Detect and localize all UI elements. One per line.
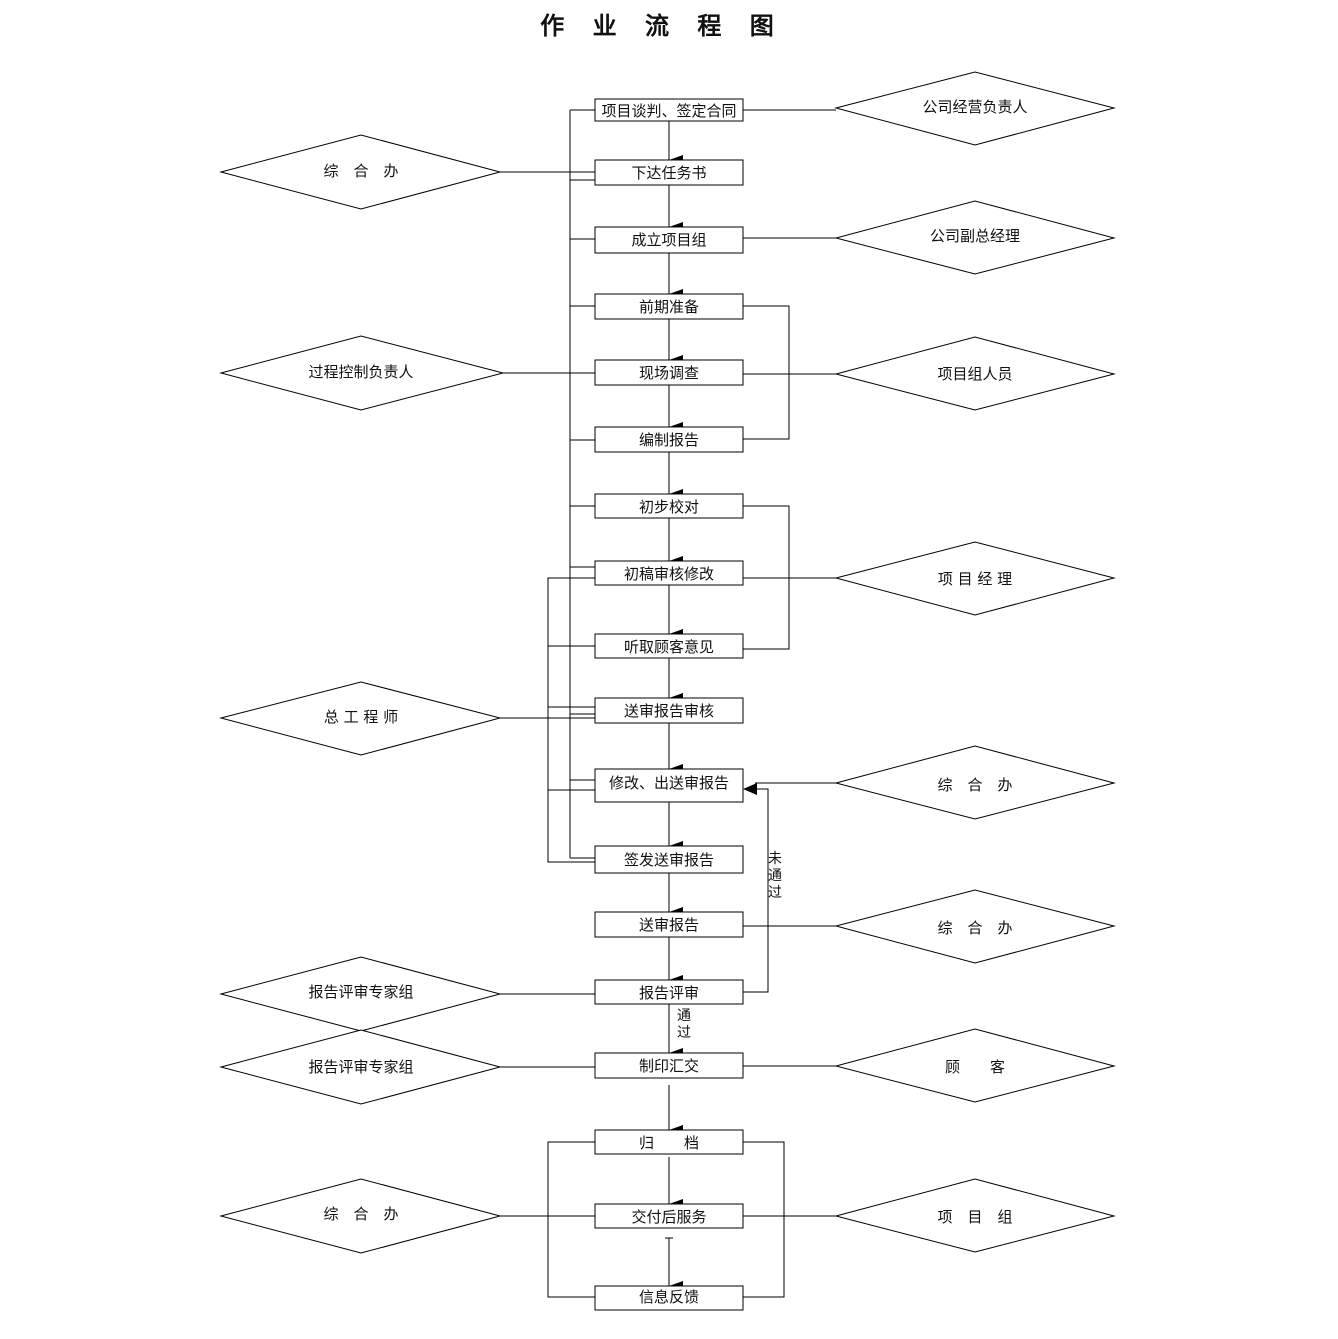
role-diamond-left-process-lead [219, 335, 505, 411]
passed-label: 通 [677, 1008, 691, 1024]
role-label: 综 合 办 [937, 776, 1012, 794]
step-label: 送审报告 [639, 916, 699, 934]
role-label: 报告评审专家组 [308, 1058, 413, 1076]
role-label: 综 合 办 [323, 162, 398, 180]
step-label: 项目谈判、签定合同 [601, 102, 736, 120]
role-diamond-left-expert-panel-2 [219, 1029, 502, 1105]
role-label: 项目组人员 [937, 365, 1012, 383]
step-box-form-team [594, 226, 744, 254]
step-label: 交付后服务 [631, 1208, 706, 1226]
step-label: 归 档 [639, 1134, 699, 1152]
role-label: 公司经营负责人 [922, 98, 1027, 116]
role-diamond-right-customer [834, 1028, 1116, 1103]
role-diamond-right-deputy-gm [834, 200, 1116, 275]
step-label: 初步校对 [639, 498, 699, 516]
step-label: 初稿审核修改 [624, 565, 714, 583]
step-box-draft-review [594, 560, 744, 586]
not-passed-label: 过 [768, 885, 782, 901]
role-diamond-left-office-2 [219, 1178, 502, 1254]
role-diamond-left-expert-panel-1 [219, 956, 502, 1032]
step-label: 下达任务书 [631, 164, 706, 182]
role-label: 公司副总经理 [930, 227, 1020, 245]
feedback-arrow-head [743, 783, 757, 795]
not-passed-label: 通 [768, 868, 782, 884]
step-label: 编制报告 [639, 431, 699, 449]
step-box-sign-issue [594, 845, 744, 874]
step-label: 成立项目组 [631, 231, 706, 249]
step-box-task-order [594, 159, 744, 186]
role-diamond-right-office-1 [834, 745, 1116, 820]
step-label: 报告评审 [639, 984, 699, 1002]
role-label: 过程控制负责人 [308, 363, 413, 381]
role-diamond-left-chief-engineer [219, 681, 502, 756]
step-box-report-evaluation [594, 979, 744, 1005]
role-label: 综 合 办 [937, 919, 1012, 937]
not-passed-label: 未 [768, 851, 782, 867]
role-diamond-right-business-lead [834, 71, 1116, 146]
step-label: 送审报告审核 [624, 702, 714, 720]
step-label: 制印汇交 [639, 1057, 699, 1075]
left-bracket-2 [547, 577, 595, 863]
step-box-info-feedback [594, 1285, 744, 1311]
role-label: 综 合 办 [323, 1205, 398, 1223]
step-box-site-survey [594, 359, 744, 386]
step-box-submit-report [594, 911, 744, 938]
step-box-contract [594, 98, 744, 122]
role-label: 项 目 组 [937, 1208, 1012, 1226]
role-label: 总 工 程 师 [324, 708, 398, 726]
role-diamond-right-project-manager [834, 541, 1116, 616]
role-diamond-right-office-2 [834, 889, 1116, 964]
step-box-revise-issue [594, 768, 744, 803]
bottom-right-bracket [743, 1141, 785, 1298]
step-box-compile-report [594, 426, 744, 453]
step-label: 信息反馈 [639, 1288, 699, 1306]
role-label: 顾 客 [945, 1058, 1005, 1076]
role-label: 报告评审专家组 [308, 983, 413, 1001]
bottom-left-bracket [547, 1141, 595, 1298]
step-label: 签发送审报告 [624, 851, 714, 869]
step-box-after-service [594, 1203, 744, 1229]
step-box-preparation [594, 293, 744, 320]
role-diamond-right-team-members [834, 336, 1116, 411]
step-label: 现场调查 [639, 364, 699, 382]
passed-label: 过 [677, 1025, 691, 1041]
role-label: 项 目 经 理 [938, 570, 1012, 588]
step-box-submit-review [594, 697, 744, 724]
step-label: 修改、出送审报告 [609, 774, 729, 792]
step-box-initial-proofread [594, 493, 744, 519]
right-bracket-1 [743, 305, 790, 440]
diagram-title: 作 业 流 程 图 [540, 12, 783, 40]
step-box-customer-feedback [594, 633, 744, 659]
step-label: 前期准备 [639, 298, 699, 316]
step-box-print-deliver [594, 1052, 744, 1079]
step-box-archive [594, 1129, 744, 1155]
role-diamond-right-project-team [834, 1178, 1116, 1253]
role-diamond-left-office-1 [219, 134, 502, 210]
step-label: 听取顾客意见 [624, 638, 714, 656]
feedback-loop-line [743, 788, 769, 993]
